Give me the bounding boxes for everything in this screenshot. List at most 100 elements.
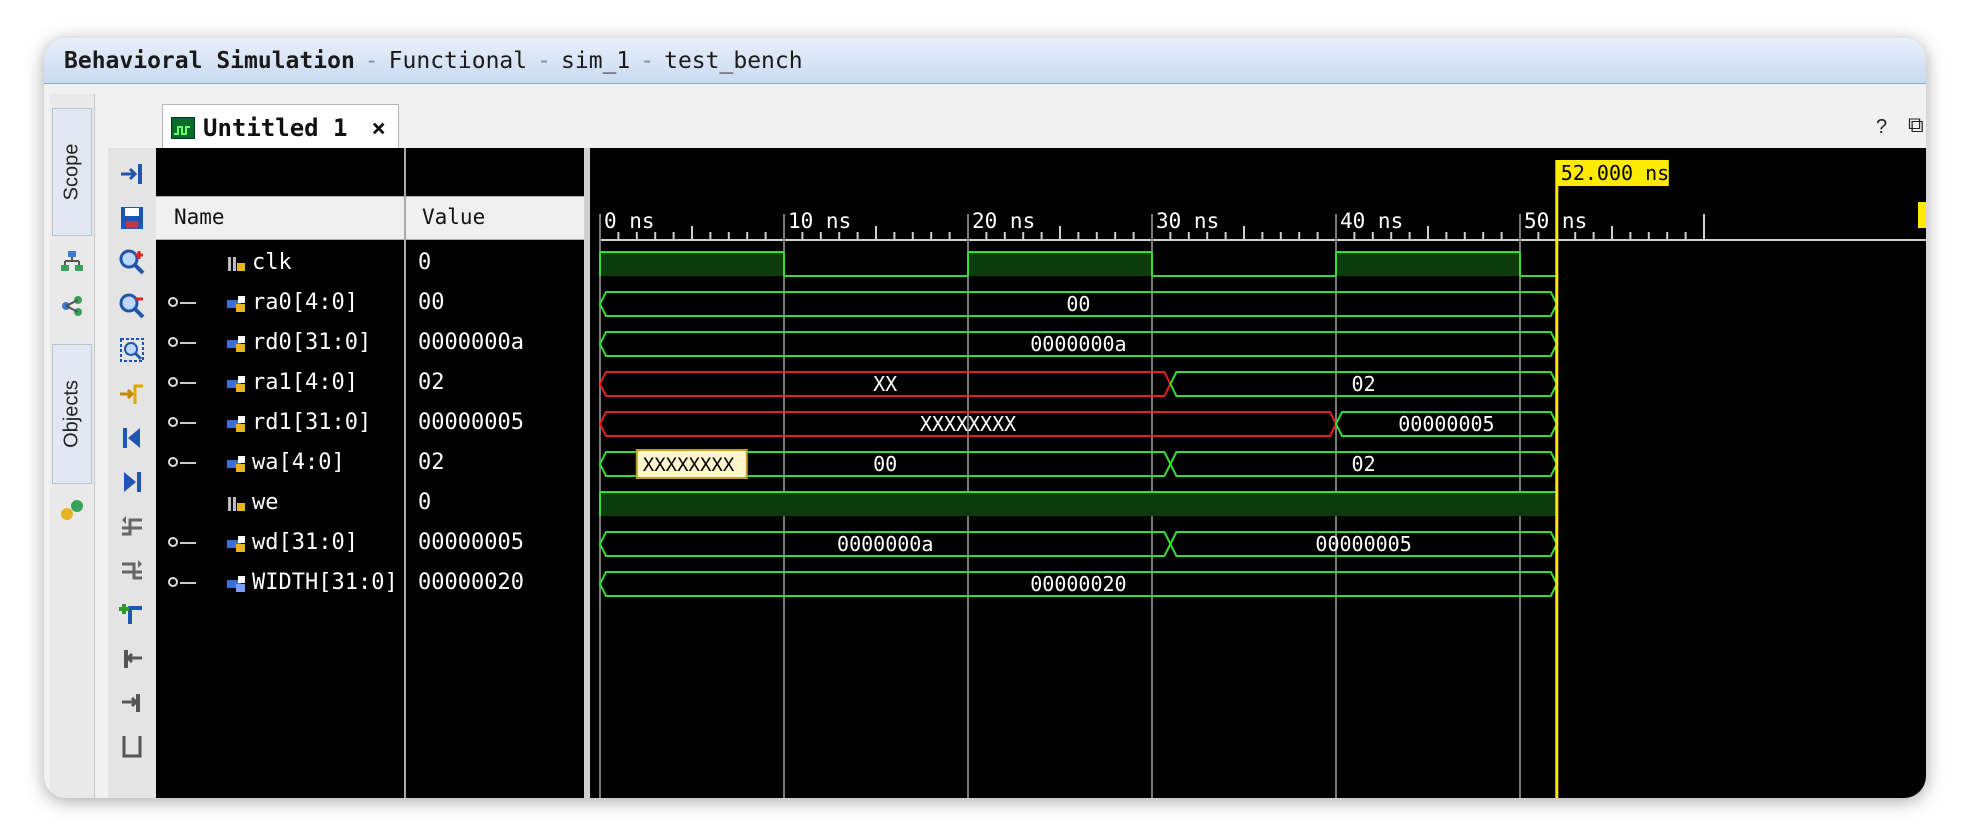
help-icon[interactable]: ? bbox=[1876, 116, 1888, 138]
bus-value-label: XX bbox=[873, 372, 897, 396]
title-view-name: Behavioral Simulation bbox=[64, 47, 355, 74]
signal-row[interactable]: WIDTH[31:0]00000020 bbox=[156, 564, 584, 604]
parameter-icon bbox=[226, 574, 246, 592]
title-top-module: test_bench bbox=[664, 47, 803, 74]
signal-name-label: rd1[31:0] bbox=[252, 410, 372, 435]
expand-toggle-icon[interactable] bbox=[168, 577, 178, 587]
signal-row[interactable]: rd0[31:0] 0000000a bbox=[156, 324, 584, 364]
name-value-header: Name Value bbox=[156, 196, 584, 240]
objects-tab[interactable]: Objects bbox=[52, 344, 92, 484]
signal-name: ra0[4:0] bbox=[226, 290, 358, 315]
name-column-header[interactable]: Name bbox=[174, 205, 225, 229]
previous-transition-icon[interactable] bbox=[114, 508, 150, 544]
ruler-tick-label: 40 ns bbox=[1340, 209, 1403, 233]
bit-high-fill bbox=[968, 252, 1152, 276]
value-tooltip-text: XXXXXXXX bbox=[643, 454, 735, 476]
restore-window-icon[interactable]: ⧉ bbox=[1908, 112, 1924, 137]
bus-segment bbox=[1334, 411, 1558, 437]
ruler-tick-label: 0 ns bbox=[604, 209, 655, 233]
go-to-cursor-icon[interactable] bbox=[114, 376, 150, 412]
panel-splitter[interactable] bbox=[584, 148, 590, 798]
bus-segment bbox=[598, 411, 1338, 437]
next-transition-icon[interactable] bbox=[114, 552, 150, 588]
signal-row[interactable]: ra0[4:0]00 bbox=[156, 284, 584, 324]
go-to-end-icon[interactable] bbox=[114, 464, 150, 500]
cursor-time-label: 52.000 ns bbox=[1561, 161, 1669, 185]
tab-untitled-1[interactable]: Untitled 1 × bbox=[162, 104, 399, 151]
go-to-time-icon[interactable] bbox=[114, 156, 150, 192]
signal-name-label: we bbox=[252, 490, 279, 515]
objects-tab-label: Objects bbox=[60, 380, 83, 448]
bus-segment bbox=[598, 291, 1558, 317]
zoom-fit-icon[interactable] bbox=[114, 332, 150, 368]
tree-connector bbox=[180, 382, 196, 384]
tree-connector bbox=[180, 342, 196, 344]
bus-signal-icon bbox=[226, 334, 246, 352]
bus-segment bbox=[598, 371, 1172, 397]
tree-connector bbox=[180, 302, 196, 304]
signal-name: rd0[31:0] bbox=[226, 330, 371, 355]
tree-connector bbox=[180, 462, 196, 464]
expand-toggle-icon[interactable] bbox=[168, 297, 178, 307]
signal-name-label: wd[31:0] bbox=[252, 530, 358, 555]
close-tab-icon[interactable]: × bbox=[371, 114, 386, 142]
bus-signal-icon bbox=[226, 454, 246, 472]
add-marker-icon[interactable] bbox=[114, 596, 150, 632]
title-separator: - bbox=[364, 47, 379, 74]
column-splitter[interactable] bbox=[404, 148, 406, 798]
expand-toggle-icon[interactable] bbox=[168, 337, 178, 347]
previous-marker-icon[interactable] bbox=[114, 640, 150, 676]
share-icon[interactable] bbox=[54, 288, 90, 324]
signal-row[interactable]: rd1[31:0] 00000005 bbox=[156, 404, 584, 444]
bus-value-label: 00000005 bbox=[1315, 532, 1411, 556]
bus-signal-icon bbox=[226, 374, 246, 392]
waveform-toolbar bbox=[108, 148, 157, 798]
bus-signal-icon bbox=[226, 414, 246, 432]
side-panel-strip: Scope Objects bbox=[50, 94, 95, 798]
objects-icon[interactable] bbox=[54, 492, 90, 528]
bus-segment bbox=[1169, 371, 1558, 397]
signal-value: 00000005 bbox=[418, 530, 524, 555]
signal-row[interactable]: wd[31:0] 00000005 bbox=[156, 524, 584, 564]
zoom-out-icon[interactable] bbox=[114, 288, 150, 324]
signal-name: ra1[4:0] bbox=[226, 370, 358, 395]
ruler-tick-label: 10 ns bbox=[788, 209, 851, 233]
bus-value-label: 00000020 bbox=[1030, 572, 1126, 596]
cursor-time-box bbox=[1556, 160, 1669, 186]
value-column-header[interactable]: Value bbox=[422, 205, 486, 229]
expand-toggle-icon[interactable] bbox=[168, 417, 178, 427]
signal-value: 0000000a bbox=[418, 330, 524, 355]
scope-tab[interactable]: Scope bbox=[52, 108, 92, 236]
go-to-start-icon[interactable] bbox=[114, 420, 150, 456]
signal-name: rd1[31:0] bbox=[226, 410, 371, 435]
bit-signal-icon bbox=[226, 254, 246, 272]
signal-value: 02 bbox=[418, 370, 445, 395]
swap-cursors-icon[interactable] bbox=[114, 728, 150, 764]
expand-toggle-icon[interactable] bbox=[168, 537, 178, 547]
signal-row[interactable]: ra1[4:0] 02 bbox=[156, 364, 584, 404]
zoom-in-icon[interactable] bbox=[114, 244, 150, 280]
bus-value-label: XXXXXXXX bbox=[920, 412, 1016, 436]
bus-value-label: 02 bbox=[1352, 372, 1376, 396]
signal-value: 00000005 bbox=[418, 410, 524, 435]
signal-name: WIDTH[31:0] bbox=[226, 570, 398, 595]
bus-value-label: 0000000a bbox=[1030, 332, 1126, 356]
signal-row[interactable]: wa[4:0]02 bbox=[156, 444, 584, 484]
save-icon[interactable] bbox=[114, 200, 150, 236]
bus-segment bbox=[1169, 451, 1558, 477]
hierarchy-icon[interactable] bbox=[54, 244, 90, 280]
bus-segment bbox=[598, 451, 1172, 477]
bus-segment bbox=[598, 571, 1558, 597]
ruler-tick-label: 20 ns bbox=[972, 209, 1035, 233]
signal-name-label: WIDTH[31:0] bbox=[252, 570, 398, 595]
bus-signal-icon bbox=[226, 294, 246, 312]
next-marker-icon[interactable] bbox=[114, 684, 150, 720]
expand-toggle-icon[interactable] bbox=[168, 377, 178, 387]
bus-value-label: 00000005 bbox=[1398, 412, 1494, 436]
expand-toggle-icon[interactable] bbox=[168, 457, 178, 467]
title-separator: - bbox=[537, 47, 551, 74]
